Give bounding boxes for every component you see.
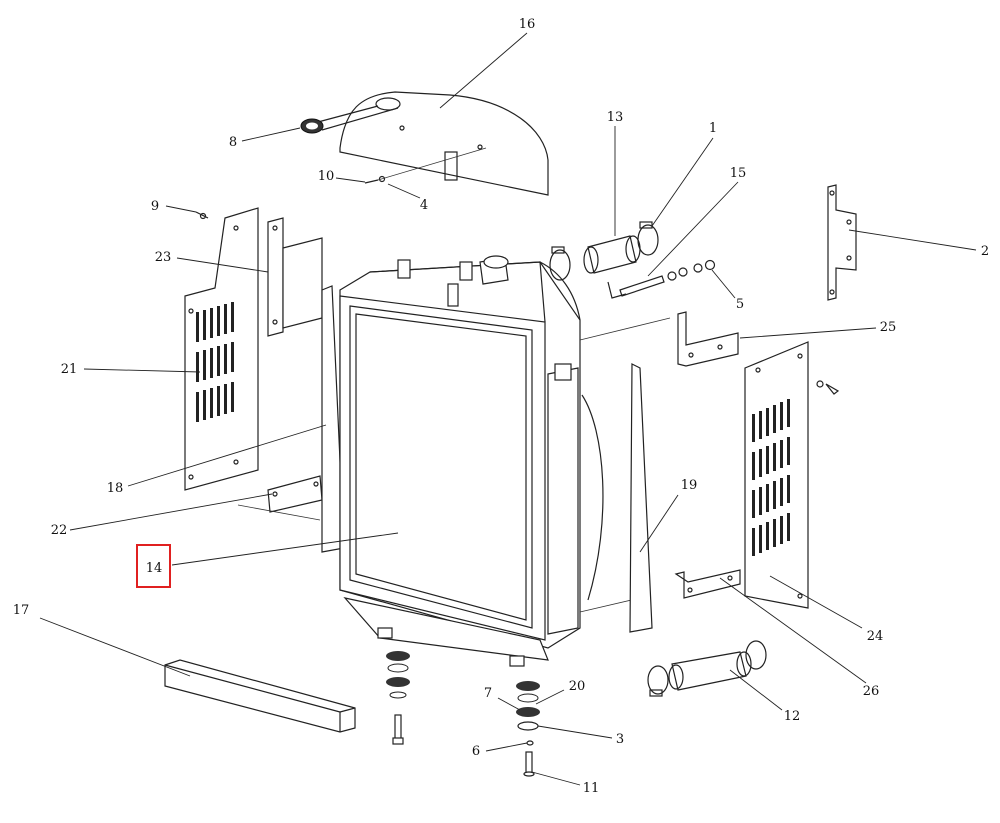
callout-2[interactable]: 2	[981, 244, 989, 259]
part-12-hose-lower	[647, 640, 767, 697]
part-24-right-panel	[744, 341, 809, 609]
callout-3[interactable]: 3	[616, 732, 624, 747]
part-6-washer	[526, 740, 534, 746]
mount-stack-left	[386, 651, 410, 745]
part-15-bolt	[607, 275, 665, 299]
part-8-grommet	[300, 118, 324, 134]
part-26-bracket	[674, 569, 741, 599]
callout-21[interactable]: 21	[61, 362, 78, 377]
part-22-bracket	[267, 475, 323, 513]
left-panel-vent-slots	[196, 302, 234, 422]
callout-11[interactable]: 11	[583, 781, 600, 796]
part-2-bracket	[827, 184, 857, 301]
callout-20[interactable]: 20	[569, 679, 586, 694]
callout-17[interactable]: 17	[13, 603, 30, 618]
callout-26[interactable]: 26	[863, 684, 880, 699]
panel-bolt	[816, 380, 840, 395]
part-3-washer	[517, 721, 539, 731]
right-panel-vent-slots	[752, 399, 790, 556]
leader-lines	[39, 32, 977, 786]
callout-4[interactable]: 4	[420, 198, 428, 213]
part-9-bolt	[195, 211, 209, 220]
part-5-nuts	[667, 259, 716, 281]
part-16-shroud-cover	[317, 91, 549, 196]
part-10-pin	[364, 147, 487, 184]
part-17-foam-strip	[164, 659, 356, 733]
part-1-clamp	[549, 221, 659, 281]
callout-5[interactable]: 5	[736, 297, 744, 312]
callout-10[interactable]: 10	[318, 169, 335, 184]
callout-24[interactable]: 24	[867, 629, 884, 644]
part-25-bracket	[677, 311, 739, 367]
part-7-20-mount-stack-right	[516, 681, 540, 717]
callout-14-highlight-box	[136, 544, 171, 588]
part-14-radiator	[237, 255, 671, 667]
callout-12[interactable]: 12	[784, 709, 801, 724]
callout-8[interactable]: 8	[229, 135, 237, 150]
part-23-bracket	[267, 217, 323, 337]
callout-labels: 16 8 10 4 9 13 1 15 5 2 23 25 21 18 22 1…	[13, 17, 989, 796]
callout-23[interactable]: 23	[155, 250, 172, 265]
part-19-seal-strip	[629, 363, 653, 633]
callout-19[interactable]: 19	[681, 478, 698, 493]
callout-7[interactable]: 7	[484, 686, 492, 701]
part-13-hose-upper	[583, 235, 641, 274]
callout-1[interactable]: 1	[709, 121, 717, 136]
callout-22[interactable]: 22	[51, 523, 68, 538]
callout-9[interactable]: 9	[151, 199, 159, 214]
callout-14[interactable]: 14	[146, 561, 163, 576]
callout-15[interactable]: 15	[730, 166, 747, 181]
callout-13[interactable]: 13	[607, 110, 624, 125]
part-11-bolt	[523, 751, 535, 777]
callout-25[interactable]: 25	[880, 320, 897, 335]
callout-18[interactable]: 18	[107, 481, 124, 496]
part-21-left-panel	[184, 207, 259, 491]
callout-6[interactable]: 6	[472, 744, 480, 759]
callout-16[interactable]: 16	[519, 17, 536, 32]
